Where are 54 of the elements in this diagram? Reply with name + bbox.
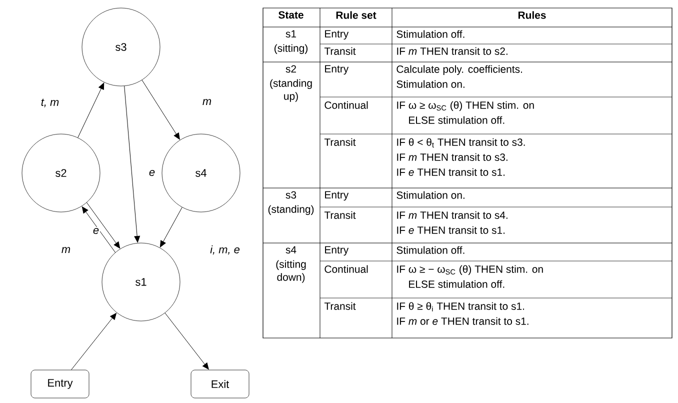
- edge-label: i, m, e: [209, 244, 241, 256]
- table-cell: IF θ ≥ θ$_{i}$ THEN transit to s1.: [397, 302, 524, 312]
- arrow: [142, 80, 180, 140]
- edge-label: e: [148, 169, 156, 177]
- table-cell: Entry: [325, 246, 349, 256]
- edge-label: m: [60, 246, 72, 254]
- arrow: [78, 82, 104, 138]
- table-cell: IF m THEN transit to s3.: [397, 153, 508, 161]
- arrow: [82, 206, 116, 253]
- table-cell: Entry: [325, 65, 349, 75]
- table-cell: Stimulation off.: [396, 30, 464, 38]
- table-cell: Continual: [324, 265, 368, 273]
- table-cell: IF e THEN transit to s1.: [397, 226, 505, 234]
- arrow: [124, 86, 140, 243]
- table-cell: (sitting down): [276, 260, 306, 283]
- table-cell: Stimulation on.: [396, 80, 464, 88]
- table-cell: Transit: [324, 138, 356, 146]
- terminal-box: Entry: [30, 370, 90, 398]
- terminal-box: Exit: [190, 370, 250, 398]
- table-cell: IF ω ≥ − ω$_{SC}$ (θ) THEN stim. on: [397, 265, 543, 275]
- table-cell: s2: [286, 65, 296, 73]
- table-cell: s3: [286, 191, 296, 199]
- table-header: Rule set: [336, 11, 376, 19]
- table-cell: (standing): [268, 205, 314, 215]
- table-cell: IF θ < θ$_{t}$ THEN transit to s3.: [397, 138, 525, 148]
- table-header: State: [278, 11, 304, 19]
- arrow: [86, 202, 120, 248]
- table-cell: IF m THEN transit to s2.: [397, 47, 508, 55]
- table-cell: Stimulation on.: [396, 191, 464, 199]
- table-cell: ELSE stimulation off.: [409, 280, 504, 288]
- edge-label: e: [92, 227, 100, 235]
- table-cell: s4: [286, 246, 296, 254]
- table-header: Rules: [518, 11, 546, 19]
- table-cell: Stimulation off.: [396, 246, 464, 254]
- table-cell: (standing up): [270, 79, 312, 102]
- table-cell: Transit: [324, 302, 356, 310]
- table-cell: Entry: [325, 191, 349, 201]
- table-cell: IF e THEN transit to s1.: [397, 168, 505, 176]
- edge-label: t, m: [40, 98, 60, 108]
- table-cell: Transit: [324, 211, 356, 219]
- edge-label: m: [201, 98, 213, 106]
- table-cell: IF m THEN transit to s4.: [397, 211, 508, 219]
- table-cell: Continual: [324, 101, 368, 109]
- arrow: [164, 312, 209, 370]
- arrow: [71, 312, 116, 370]
- table-cell: (sitting): [274, 44, 308, 54]
- table-cell: IF ω ≥ ω$_{SC}$ (θ) THEN stim. on: [397, 101, 534, 111]
- table-cell: IF m or e THEN transit to s1.: [397, 317, 528, 325]
- table-cell: Entry: [325, 30, 349, 40]
- arrow: [160, 207, 182, 248]
- table-cell: ELSE stimulation off.: [409, 116, 504, 124]
- table-cell: Calculate poly. coefficients.: [396, 65, 522, 75]
- table-cell: Transit: [324, 47, 356, 55]
- table-cell: s1: [286, 30, 296, 38]
